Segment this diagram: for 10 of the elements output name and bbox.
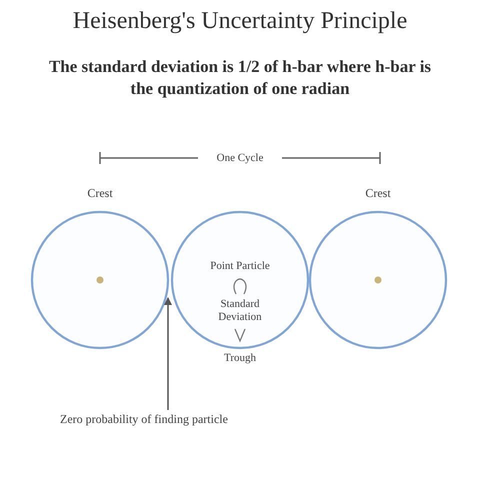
particle-label: Point Particle [209,260,271,272]
leader-arrow [164,297,172,410]
deviation-label: Standard Deviation [217,298,263,324]
crest-label: Crest [86,186,114,201]
title: Heisenberg's Uncertainty Principle [72,8,408,35]
crest-label: Crest [364,186,392,201]
subtitle: The standard deviation is 1/2 of h-bar where h-bar is the quantization of one radian [48,56,432,100]
dimension-label: One Cycle [216,151,264,166]
trough-label: Trough [223,352,257,364]
annotation-text: Zero probability of finding particle [60,412,229,427]
